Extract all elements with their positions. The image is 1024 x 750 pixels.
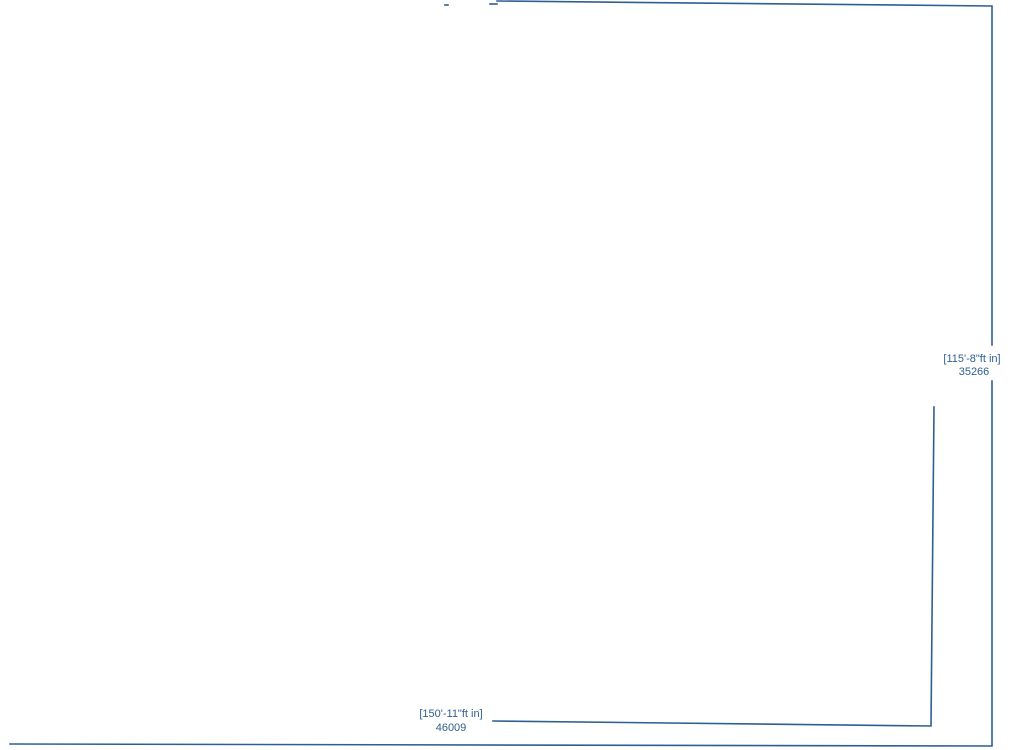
outer-boundary-top-right: [496, 0, 993, 346]
inner-dimension-line: [492, 406, 935, 727]
vertical-dimension-imperial: [115'-8"ft in]: [943, 353, 1000, 365]
outer-boundary-right-bottom: [9, 380, 993, 747]
horizontal-dimension-metric: 46009: [436, 722, 467, 734]
horizontal-dimension-imperial: [150'-11"ft in]: [419, 708, 482, 720]
vertical-dimension-metric: 35266: [959, 366, 990, 378]
